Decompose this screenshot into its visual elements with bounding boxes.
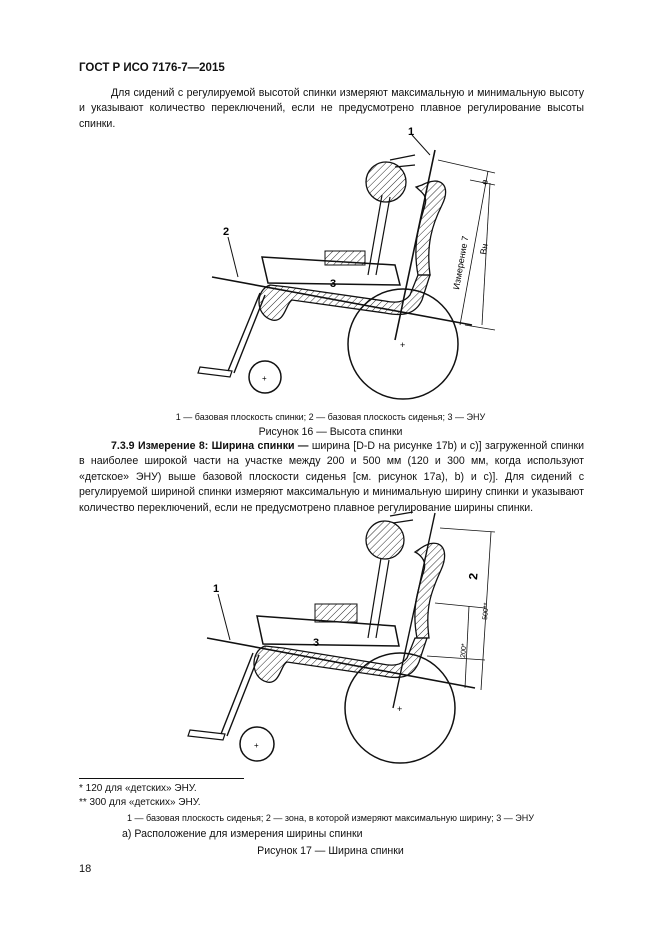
- figure-17-legend: 1 — базовая плоскость сиденья; 2 — зона,…: [127, 813, 534, 823]
- section-heading: 7.3.9 Измерение 8: Ширина спинки —: [111, 440, 309, 452]
- label-3: 3: [313, 637, 319, 649]
- svg-text:+: +: [254, 741, 259, 750]
- paragraph-backrest-height: Для сидений с регулируемой высотой спинк…: [79, 87, 584, 130]
- label-500: 500**: [482, 602, 490, 620]
- section-7-3-9: 7.3.9 Измерение 8: Ширина спинки — ширин…: [79, 439, 584, 516]
- section-text: ширина [D-D на рисунке 17b) и c)] загруж…: [79, 440, 584, 514]
- front-caster: [239, 726, 275, 762]
- document-header: ГОСТ Р ИСО 7176-7—2015: [79, 62, 225, 74]
- figure-17-subcaption: а) Расположение для измерения ширины спи…: [122, 828, 363, 840]
- test-weight-disk: [365, 520, 405, 560]
- front-caster: [248, 360, 282, 394]
- label-3: 3: [330, 278, 336, 290]
- figure-17-drawing: + + 1 2 3 500** 200*: [187, 511, 496, 764]
- page-number: 18: [79, 863, 92, 875]
- label-1: 1: [213, 583, 219, 595]
- figure-16-legend: 1 — базовая плоскость спинки; 2 — базова…: [175, 412, 486, 422]
- label-2: 2: [223, 226, 229, 238]
- footnote-rule: [79, 778, 244, 779]
- rear-wheel: [347, 288, 459, 400]
- rear-wheel: [344, 652, 456, 764]
- figure-16-drawing: + + 1 2 3 Измерение 7 Bн e: [197, 126, 496, 400]
- test-weight-disk: [365, 161, 407, 203]
- svg-text:+: +: [262, 374, 267, 383]
- svg-text:+: +: [397, 704, 402, 714]
- figure-17-title: Рисунок 17 — Ширина спинки: [257, 845, 404, 857]
- label-200: 200*: [460, 643, 468, 658]
- footnote-1: * 120 для «детских» ЭНУ.: [79, 783, 197, 794]
- label-1: 1: [408, 126, 414, 138]
- footnote-2: ** 300 для «детских» ЭНУ.: [79, 797, 201, 808]
- label-e: e: [479, 179, 490, 186]
- label-2: 2: [466, 572, 481, 580]
- svg-text:+: +: [400, 340, 405, 350]
- figure-16-title: Рисунок 16 — Высота спинки: [258, 426, 403, 438]
- label-bh: Bн: [478, 243, 490, 256]
